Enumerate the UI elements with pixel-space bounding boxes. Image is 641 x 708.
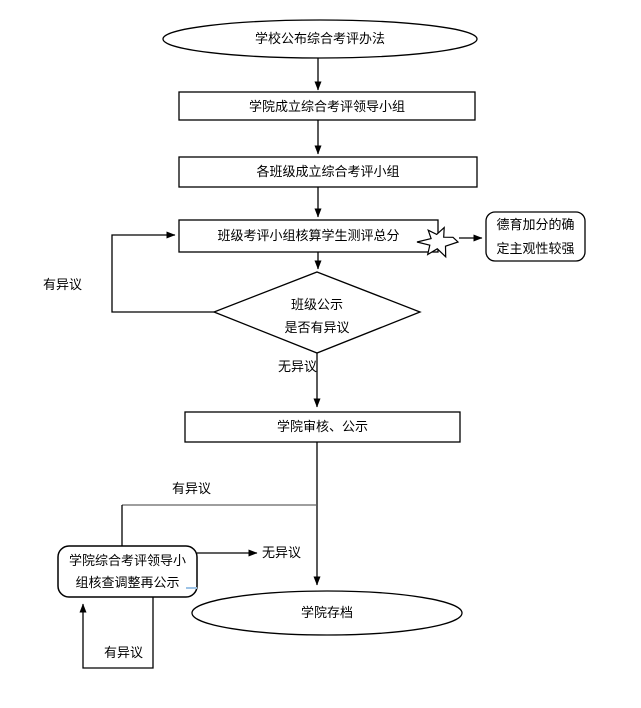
callout-rounded-rect: [485, 211, 586, 262]
edge-label-no-objection-recheck: 无异议: [262, 545, 302, 560]
step1-rect: [178, 91, 476, 121]
step3-rect: [178, 219, 439, 253]
decision-label-line1: 班级公示: [290, 297, 343, 312]
recheck-rounded-rect: [57, 545, 198, 598]
end-label: 学院存档: [300, 605, 353, 620]
decision-diamond: [212, 271, 422, 354]
start-ellipse: [162, 19, 478, 59]
edge-decision-objection-loop: [111, 231, 214, 313]
step2-label: 各班级成立综合考评小组: [256, 164, 400, 179]
recheck-label-line2: 组核查调整再公示: [75, 575, 180, 590]
end-ellipse: [191, 590, 463, 636]
step3-label: 班级考评小组核算学生测评总分: [217, 228, 400, 243]
edge-label-no-objection-decision: 无异议: [278, 359, 318, 374]
callout-label-line1: 德育加分的确: [496, 217, 575, 232]
edge-label-objection-left: 有异议: [43, 277, 83, 292]
edge-recheck-self-loop: [79, 597, 154, 669]
review-label: 学院审核、公示: [276, 419, 368, 434]
step2-rect: [178, 156, 478, 188]
start-label: 学校公布综合考评办法: [254, 31, 385, 46]
blue-artifact-mark: [186, 587, 197, 589]
step1-label: 学院成立综合考评领导小组: [248, 99, 405, 114]
review-rect: [184, 411, 461, 443]
edge-label-objection-review: 有异议: [172, 481, 212, 496]
starburst-shape: [416, 226, 460, 259]
edge-label-objection-recheck: 有异议: [104, 645, 144, 660]
recheck-label-line1: 学院综合考评领导小: [68, 553, 186, 568]
decision-label-line2: 是否有异议: [284, 320, 350, 335]
callout-label-line2: 定主观性较强: [496, 241, 575, 256]
